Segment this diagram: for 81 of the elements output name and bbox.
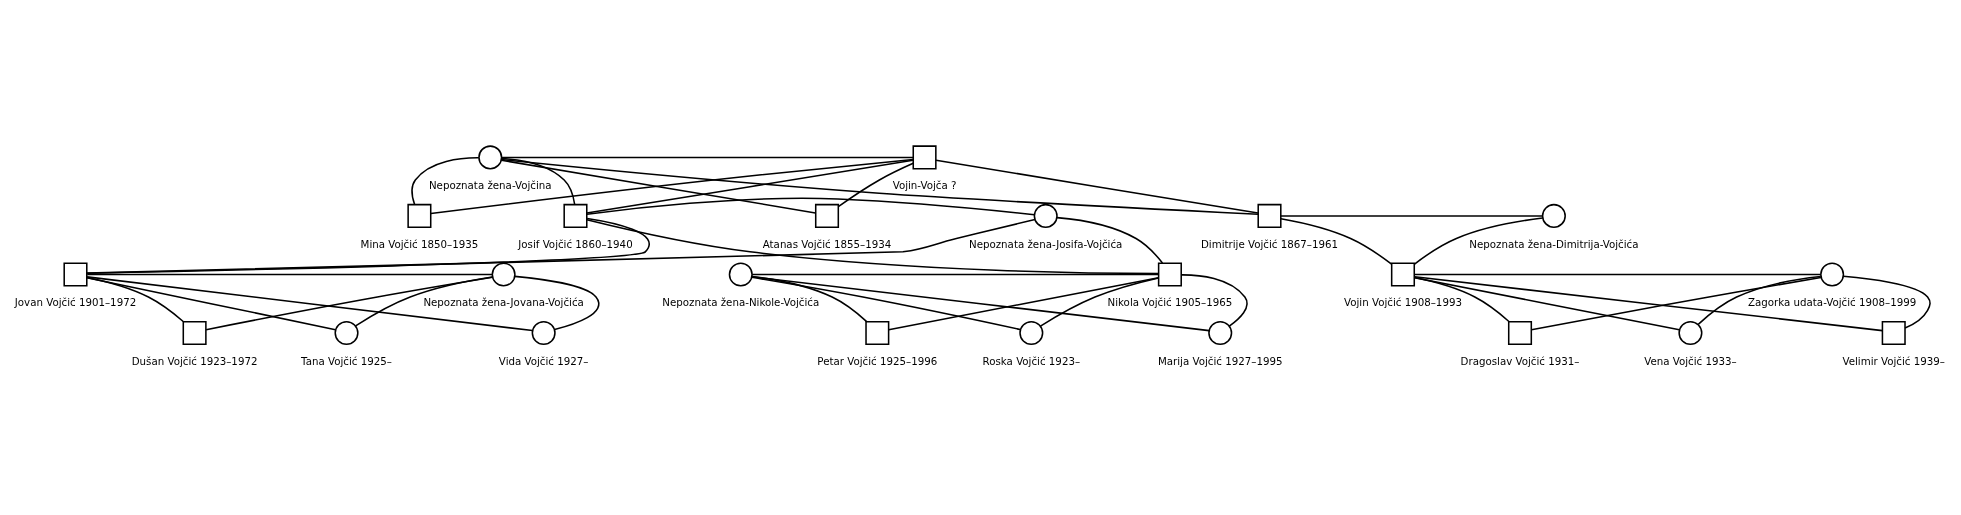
connector bbox=[86, 277, 337, 331]
connector bbox=[86, 276, 534, 332]
connector bbox=[1180, 274, 1248, 327]
connector bbox=[1039, 277, 1160, 327]
connector bbox=[751, 273, 1160, 276]
connector bbox=[935, 159, 1259, 214]
node-label: Marija Vojčić 1927–1995 bbox=[1157, 354, 1283, 367]
node-box bbox=[1390, 262, 1416, 287]
connector bbox=[1413, 276, 1884, 332]
connector bbox=[586, 197, 1036, 216]
connector bbox=[1280, 215, 1544, 217]
connector bbox=[86, 218, 1036, 274]
connector bbox=[411, 157, 480, 206]
node-label: Dušan Vojčić 1923–1972 bbox=[131, 354, 258, 367]
connector bbox=[1413, 277, 1681, 331]
node-box bbox=[912, 145, 937, 170]
node-circle bbox=[1820, 262, 1845, 287]
connector bbox=[1056, 216, 1164, 264]
node-box bbox=[1157, 262, 1182, 287]
node-circle bbox=[478, 145, 503, 170]
connector bbox=[751, 276, 1022, 331]
node-label: Nepoznata žena-Jovana-Vojčića bbox=[423, 296, 584, 309]
node-label: Jovan Vojčić 1901–1972 bbox=[14, 296, 137, 309]
node-label: Zagorka udata-Vojčić 1908–1999 bbox=[1747, 296, 1917, 309]
node-circle bbox=[491, 262, 516, 287]
node-box bbox=[563, 203, 588, 228]
node-circle bbox=[1541, 203, 1566, 228]
node-label: Vojin-Vojča ? bbox=[892, 179, 957, 192]
node-label: Vida Vojčić 1927– bbox=[498, 354, 589, 367]
connector bbox=[1413, 273, 1822, 276]
connector bbox=[586, 159, 914, 214]
node-circle bbox=[1019, 320, 1044, 345]
node-box bbox=[1881, 320, 1906, 345]
node-label: Nepoznata žena-Dimitrija-Vojčića bbox=[1469, 237, 1639, 250]
node-label: Nepoznata žena-Josifa-Vojčića bbox=[968, 237, 1123, 250]
node-label: Dragoslav Vojčić 1931– bbox=[1460, 354, 1580, 367]
node-label: Petar Vojčić 1925–1996 bbox=[817, 354, 938, 367]
connector bbox=[500, 158, 1259, 216]
connector bbox=[500, 157, 576, 206]
connector bbox=[751, 276, 1210, 332]
connector bbox=[1280, 218, 1393, 265]
connector bbox=[500, 159, 817, 214]
node-box bbox=[865, 320, 890, 345]
node-circle bbox=[531, 320, 556, 345]
node-label: Nikola Vojčić 1905–1965 bbox=[1107, 296, 1233, 309]
node-circle bbox=[1208, 320, 1233, 345]
connector bbox=[354, 276, 494, 327]
connector bbox=[86, 217, 650, 274]
node-label: Velimir Vojčić 1939– bbox=[1842, 354, 1945, 367]
connector bbox=[205, 276, 494, 331]
connector bbox=[500, 156, 914, 159]
node-label: Nepoznata žena-Nikole-Vojčića bbox=[662, 296, 820, 309]
connector bbox=[586, 219, 1160, 275]
connector bbox=[1530, 276, 1822, 331]
node-circle bbox=[1033, 203, 1058, 228]
node-circle bbox=[1678, 320, 1703, 345]
connector bbox=[86, 273, 493, 276]
connector bbox=[887, 276, 1160, 331]
node-label: Atanas Vojčić 1855–1934 bbox=[762, 237, 892, 250]
node-box bbox=[63, 262, 88, 287]
node-label: Nepoznata žena-Vojčina bbox=[428, 179, 552, 192]
node-label: Josif Vojčić 1860–1940 bbox=[518, 237, 633, 250]
node-box bbox=[407, 203, 432, 228]
connector bbox=[1697, 275, 1822, 326]
node-label: Mina Vojčić 1850–1935 bbox=[360, 237, 479, 250]
node-circle bbox=[334, 320, 359, 345]
connector bbox=[1413, 217, 1544, 265]
node-label: Vena Vojčić 1933– bbox=[1644, 354, 1737, 367]
node-label: Tana Vojčić 1925– bbox=[301, 354, 392, 367]
node-label: Roska Vojčić 1923– bbox=[982, 354, 1081, 367]
node-label: Vojin Vojčić 1908–1993 bbox=[1344, 296, 1462, 309]
node-label: Dimitrije Vojčić 1867–1961 bbox=[1200, 237, 1339, 250]
node-circle bbox=[728, 262, 753, 287]
node-box bbox=[814, 203, 840, 228]
node-box bbox=[1257, 203, 1282, 228]
connector bbox=[837, 162, 914, 208]
connector bbox=[1842, 275, 1931, 329]
connector bbox=[430, 158, 914, 215]
connector bbox=[514, 275, 600, 331]
node-box bbox=[1507, 320, 1533, 345]
node-box bbox=[182, 320, 207, 345]
